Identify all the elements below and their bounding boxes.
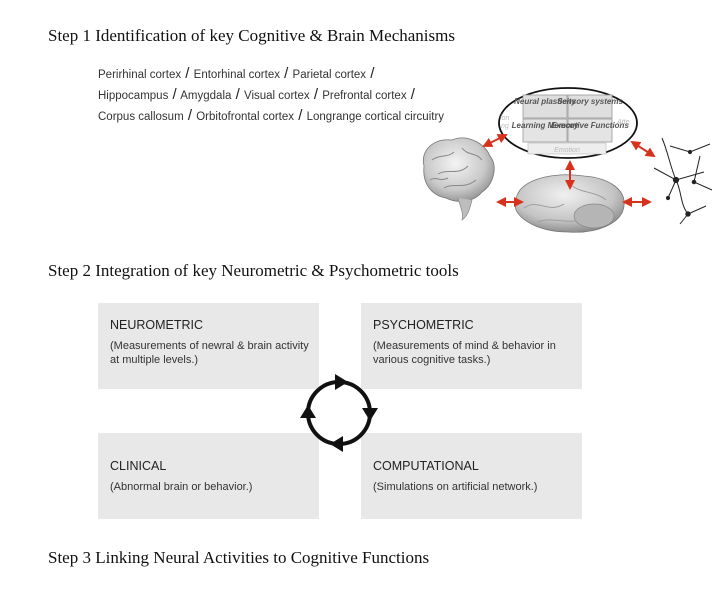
region-label: Orbitofrontal cortex (196, 111, 295, 123)
region-label: Amygdala (180, 90, 232, 102)
cognitive-functions-ellipse: ion ng Atte Neural plasticity Sensory sy… (498, 87, 638, 159)
region-label: Entorhinal cortex (193, 69, 280, 81)
cell-label: Emotion (554, 147, 580, 154)
box-title: CLINICAL (110, 459, 167, 473)
regions-line-3: Corpus callosum / Orbitofrontal cortex /… (98, 106, 488, 127)
arrow-brain-to-ellipse (482, 134, 508, 147)
region-label: Parietal cortex (292, 69, 367, 81)
clinical-box: CLINICAL (Abnormal brain or behavior.) (98, 433, 319, 519)
cell-label: Neural plasticity (514, 97, 576, 106)
step2-title: Step 2 Integration of key Neurometric & … (48, 261, 459, 280)
cell-label: Sensory systems (557, 97, 623, 106)
region-label: Longrange cortical circuitry (306, 111, 445, 123)
separator: / (298, 107, 303, 124)
rodent-brain-icon (514, 174, 625, 233)
regions-line-1: Perirhinal cortex / Entorhinal cortex / … (98, 64, 488, 85)
neurometric-box: NEUROMETRIC (Measurements of newral & br… (98, 303, 319, 389)
svg-text:Atte: Atte (616, 119, 630, 126)
region-label: Prefrontal cortex (322, 90, 407, 102)
separator: / (187, 107, 193, 124)
step1-title: Step 1 Identification of key Cognitive &… (48, 26, 455, 45)
cell-label: Learning Memory (512, 121, 579, 130)
box-description: (Measurements of newral & brain activity… (110, 340, 309, 366)
region-label: Corpus callosum (98, 111, 184, 123)
separator: / (185, 65, 190, 82)
brain-mechanisms-illustration: ion ng Atte Neural plasticity Sensory sy… (422, 87, 713, 233)
human-brain-icon (422, 137, 495, 221)
region-label: Perirhinal cortex (98, 69, 182, 81)
separator: / (235, 86, 240, 103)
svg-text:ion: ion (500, 115, 509, 122)
psychometric-box: PSYCHOMETRIC (Measurements of mind & beh… (361, 303, 582, 389)
neuron-network-icon (653, 137, 713, 225)
separator: / (370, 65, 375, 82)
cycle-arrows-icon (300, 374, 378, 452)
computational-box: COMPUTATIONAL (Simulations on artificial… (361, 433, 582, 519)
brain-regions-list: Perirhinal cortex / Entorhinal cortex / … (98, 64, 488, 127)
cell-label: Executive Functions (551, 121, 629, 130)
box-description: (Simulations on artificial network.) (373, 481, 538, 493)
svg-text:ng: ng (501, 123, 509, 130)
regions-line-2: Hippocampus / Amygdala / Visual cortex /… (98, 85, 488, 106)
region-label: Hippocampus (98, 90, 169, 102)
box-title: NEUROMETRIC (110, 318, 204, 332)
separator: / (410, 86, 415, 103)
connection-arrows (482, 134, 656, 207)
box-title: PSYCHOMETRIC (373, 318, 474, 332)
separator: / (172, 86, 177, 103)
separator: / (313, 86, 318, 103)
region-label: Visual cortex (243, 90, 310, 102)
arrow-ellipse-to-neuron (630, 140, 656, 158)
step3-title: Step 3 Linking Neural Activities to Cogn… (48, 548, 430, 567)
box-title: COMPUTATIONAL (373, 459, 479, 473)
box-description: (Abnormal brain or behavior.) (110, 481, 253, 493)
box-description: (Measurements of mind & behavior in vari… (373, 340, 556, 366)
separator: / (284, 65, 289, 82)
